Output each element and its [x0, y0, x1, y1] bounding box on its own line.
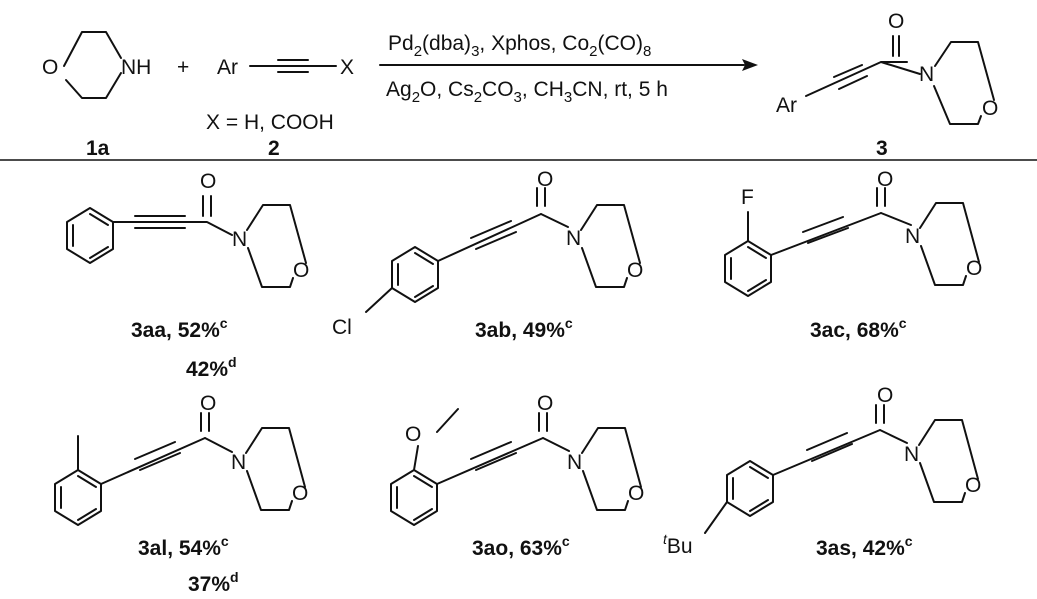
atom-cl: Cl: [332, 316, 352, 339]
atom-o: O: [982, 97, 998, 120]
yield-alt-3al: 37%d: [188, 569, 239, 596]
compound-3al: O N O: [54, 392, 308, 526]
atom-o: O: [292, 482, 308, 505]
reactant-morpholine: O NH: [42, 31, 151, 99]
compound-3ac: O N F O: [724, 168, 982, 297]
atom-o: O: [200, 170, 216, 193]
atom-o: O: [877, 384, 893, 407]
atom-o: O: [200, 392, 216, 415]
atom-n: N: [231, 451, 246, 474]
atom-o: O: [293, 259, 309, 282]
atom-n: N: [567, 451, 582, 474]
atom-o: O: [965, 474, 981, 497]
compound-label-3ab: 3ab, 49%c: [475, 315, 573, 342]
atom-o: O: [627, 259, 643, 282]
reaction-conditions: Pd2(dba)3, Xphos, Co2(CO)8 Ag2O, Cs2CO3,…: [379, 32, 758, 106]
compound-label-3aa: 3aa, 52%c: [131, 315, 228, 342]
compound-3as: O N tBu O: [663, 384, 981, 558]
atom-o: O: [537, 392, 553, 415]
tert-butyl-label: tBu: [663, 531, 693, 558]
atom-o: O: [42, 56, 58, 79]
conditions-line-2: Ag2O, Cs2CO3, CH3CN, rt, 5 h: [386, 78, 668, 106]
label-3: 3: [876, 137, 888, 160]
atom-o: O: [405, 423, 421, 446]
atom-o: O: [877, 168, 893, 191]
compound-3ao: O O N O: [390, 392, 644, 526]
compound-label-3ac: 3ac, 68%c: [810, 315, 907, 342]
aryl-label: Ar: [776, 94, 797, 117]
compound-label-3as: 3as, 42%c: [816, 533, 913, 560]
atom-n: N: [566, 227, 581, 250]
atom-n: N: [919, 63, 934, 86]
compound-3aa: O N O: [66, 170, 309, 288]
aryl-label: Ar: [217, 56, 238, 79]
label-2: 2: [268, 137, 280, 160]
yield-alt-3aa: 42%d: [186, 354, 237, 381]
x-definition: X = H, COOH: [206, 111, 334, 134]
atom-o: O: [537, 168, 553, 191]
atom-x: X: [340, 56, 354, 79]
atom-o: O: [966, 257, 982, 280]
plus-sign: +: [177, 56, 189, 79]
conditions-line-1: Pd2(dba)3, Xphos, Co2(CO)8: [388, 32, 651, 60]
label-1a: 1a: [86, 137, 110, 160]
atom-n: N: [232, 228, 247, 251]
atom-nh: NH: [121, 56, 151, 79]
compound-label-3al: 3al, 54%c: [138, 533, 229, 560]
compound-label-3ao: 3ao, 63%c: [472, 533, 570, 560]
atom-n: N: [905, 225, 920, 248]
compound-3ab: O N Cl O: [332, 168, 643, 339]
product-general: Ar O N O: [776, 10, 998, 125]
atom-o: O: [628, 482, 644, 505]
atom-f: F: [741, 186, 754, 209]
atom-n: N: [904, 443, 919, 466]
reactant-alkyne: Ar X X = H, COOH: [206, 56, 354, 134]
atom-o: O: [888, 10, 904, 33]
arrow-head: [742, 59, 758, 71]
